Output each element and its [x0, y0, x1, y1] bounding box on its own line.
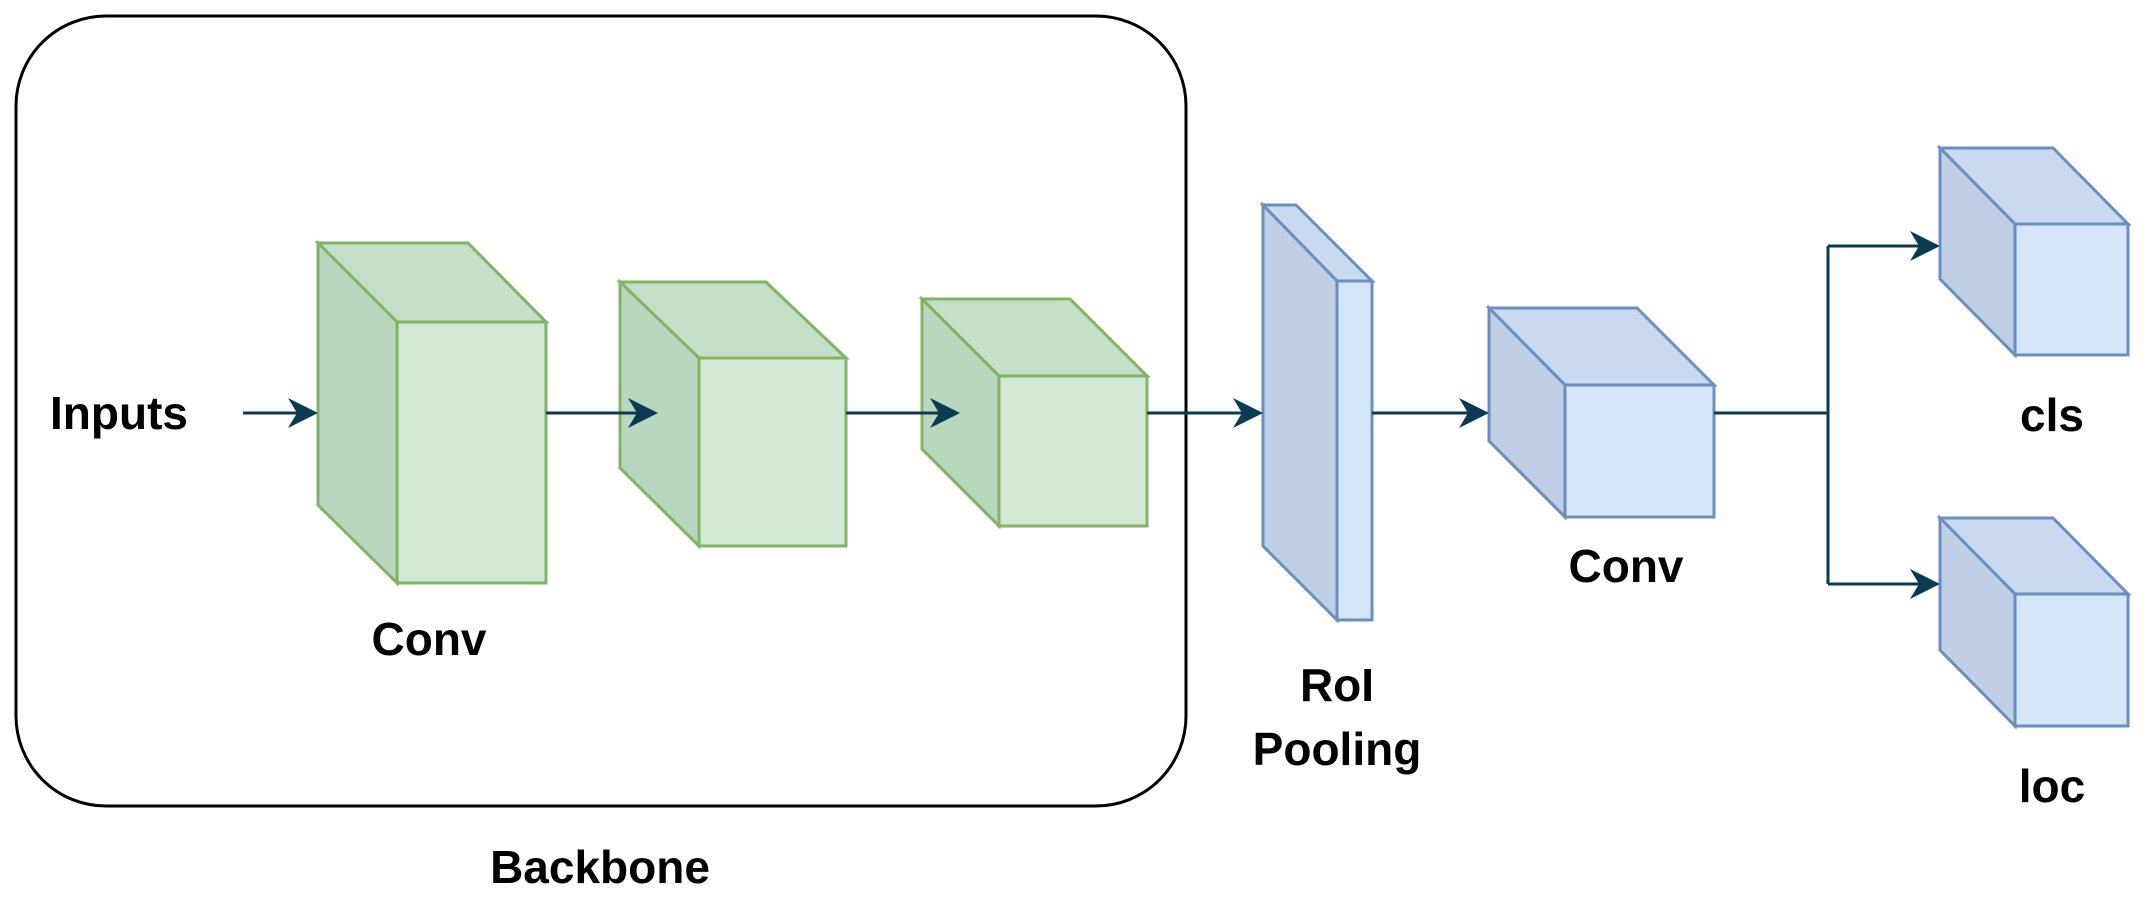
cls-cube — [1936, 144, 2132, 359]
backbone-conv-label: Conv — [372, 613, 487, 665]
connector-branch — [1714, 246, 1830, 415]
head-conv-label: Conv — [1569, 540, 1684, 592]
backbone-frame — [14, 14, 1188, 808]
cls-label: cls — [2020, 389, 2084, 441]
backbone-cube-1 — [314, 239, 550, 587]
inputs-label: Inputs — [50, 387, 188, 439]
loc-label: loc — [2019, 760, 2085, 812]
roi-label-line2: Pooling — [1253, 723, 1422, 775]
roi-label-line1: RoI — [1300, 659, 1374, 711]
backbone-cube-3 — [918, 295, 1151, 530]
backbone-label: Backbone — [490, 841, 710, 893]
roi-pooling-block — [1259, 201, 1376, 624]
backbone-cube-2 — [616, 278, 850, 550]
loc-cube — [1936, 514, 2132, 730]
head-conv-cube — [1485, 304, 1718, 521]
